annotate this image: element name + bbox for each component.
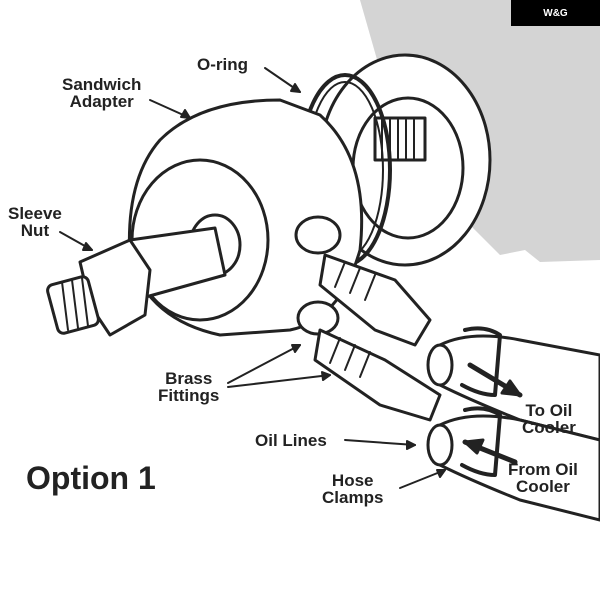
hose-clamp-lower <box>460 406 502 477</box>
label-to-oil-cooler: To Oil Cooler <box>522 402 576 436</box>
label-line: Sleeve <box>8 204 62 223</box>
label-line: Hose <box>331 471 374 490</box>
brand-logo: W&G <box>511 0 600 26</box>
oil-line-upper <box>438 334 600 442</box>
label-line: Brass <box>165 369 213 388</box>
label-line: Nut <box>20 221 50 240</box>
hose-clamp-upper <box>460 326 502 397</box>
logo-text: W&G <box>543 7 568 19</box>
brass-fitting-lower <box>313 328 442 422</box>
label-brass-fittings: Brass Fittings <box>158 370 219 404</box>
label-from-oil-cooler: From Oil Cooler <box>508 461 578 495</box>
label-hose-clamps: Hose Clamps <box>322 472 383 506</box>
label-sleeve-nut: Sleeve Nut <box>8 205 62 239</box>
label-line: Adapter <box>69 92 134 111</box>
label-o-ring: O-ring <box>197 55 248 74</box>
label-line: Fittings <box>158 386 220 405</box>
brass-fitting-upper <box>318 253 432 347</box>
label-line: Cooler <box>522 418 576 437</box>
label-line: Sandwich <box>62 75 142 94</box>
label-line: Clamps <box>322 488 384 507</box>
label-sandwich-adapter: Sandwich Adapter <box>62 76 141 110</box>
label-line: Cooler <box>516 477 570 496</box>
option-caption: Option 1 <box>26 460 156 496</box>
label-line: To Oil <box>525 401 573 420</box>
label-oil-lines: Oil Lines <box>255 431 327 450</box>
label-line: From Oil <box>508 460 578 479</box>
